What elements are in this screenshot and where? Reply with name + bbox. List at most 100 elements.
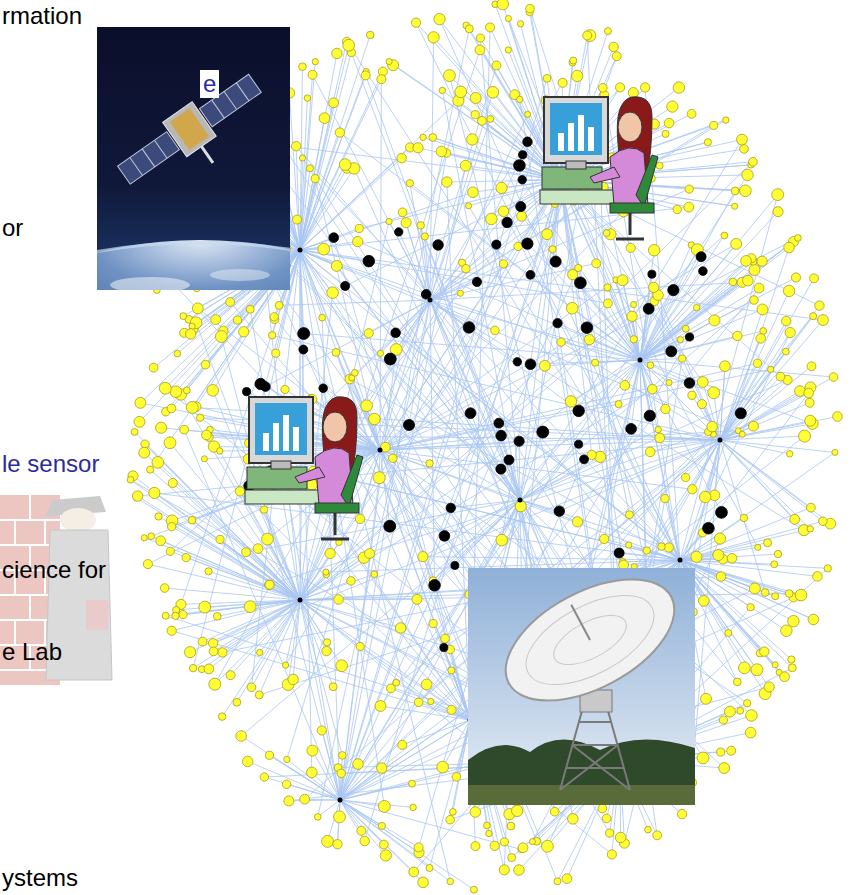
network-node [504,455,514,465]
network-node [609,42,618,51]
network-node [135,397,146,408]
network-node [262,533,274,545]
network-node [749,157,758,166]
network-node [541,840,553,852]
network-node [768,366,774,372]
network-node [749,583,760,594]
network-node [805,415,816,426]
network-node [160,584,169,593]
network-node [749,264,760,275]
hub-node [518,498,523,503]
network-link [720,440,830,524]
network-link [300,192,473,250]
network-link [640,244,736,360]
network-node [466,203,472,209]
network-node [391,328,401,338]
slide-text: rmation [2,2,82,30]
network-node [697,400,706,409]
network-node [209,678,221,690]
network-link [380,29,469,450]
network-node [446,503,455,512]
network-node [799,430,811,442]
network-link [176,600,300,610]
network-node [643,547,650,554]
network-link [300,600,470,720]
network-node [549,246,556,253]
network-node [451,561,459,569]
network-link [380,244,736,450]
network-link [631,360,640,429]
network-node [490,841,499,850]
network-node [512,805,523,816]
network-node [751,664,763,676]
network-node [337,769,345,777]
slide-text: e Lab [2,638,62,666]
network-node [682,473,690,481]
network-node [247,683,256,692]
network-node [300,794,310,804]
network-node [513,358,521,366]
network-node [761,589,769,597]
network-node [486,23,495,32]
network-node [338,752,346,760]
network-link [340,153,447,800]
network-link [287,759,340,800]
network-node [172,612,179,619]
network-link [136,498,300,600]
network-node [514,160,526,172]
network-link [252,600,300,687]
network-node [704,139,711,146]
network-node [627,311,637,321]
network-node [699,491,711,503]
radar-dish-photo [468,568,695,805]
network-link [443,720,470,767]
network-link [380,450,520,500]
network-link [416,23,680,560]
network-node [598,804,607,813]
network-node [807,503,816,512]
network-node [630,336,637,343]
network-node [685,185,693,193]
network-node [655,433,665,443]
network-node [572,517,582,527]
network-node [207,385,219,397]
network-link [390,300,430,359]
network-node [170,386,182,398]
network-node [583,31,592,40]
network-node [143,560,152,569]
network-node [776,372,785,381]
network-link [300,114,528,600]
network-node [167,522,175,530]
network-node [272,349,280,357]
network-node [323,569,329,575]
network-node [319,384,328,393]
network-node [526,270,535,279]
network-node [755,544,761,550]
network-node [329,98,339,108]
network-node [514,242,522,250]
slide-text: le sensor [2,450,99,478]
network-node [261,382,271,392]
network-node [696,252,706,262]
network-node [785,590,793,598]
network-link [300,241,794,600]
network-node [429,580,441,592]
network-link [430,300,640,360]
network-node [332,349,340,357]
network-node [183,387,190,394]
network-link [237,600,300,702]
network-link [138,496,300,600]
hub-node [298,598,303,603]
network-node [255,691,263,699]
network-link [520,500,578,522]
network-node [764,682,774,692]
network-node [270,313,278,321]
network-node [147,466,154,473]
network-node [199,601,211,613]
network-node [162,612,169,619]
network-link [640,261,753,360]
network-node [395,228,403,236]
computer-user-icon [245,397,363,539]
network-link [300,250,823,320]
slide-text: e [200,70,219,98]
